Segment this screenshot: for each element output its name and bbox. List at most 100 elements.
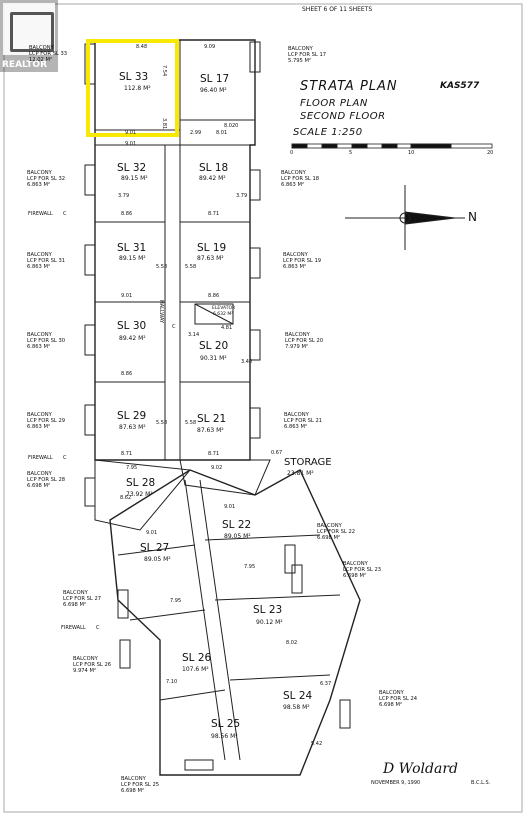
dim-sl32-b: 3.79 xyxy=(118,193,130,199)
unit-label-sl28: SL 28 xyxy=(126,477,156,489)
sheet-number: SHEET 6 OF 11 SHEETS xyxy=(302,6,373,13)
scale-tick-20: 20 xyxy=(487,150,494,156)
plan-subtitle-floor-plan: FLOOR PLAN xyxy=(300,98,368,109)
unit-label-sl26: SL 26 xyxy=(182,652,212,664)
dim-sl17-top: 9.09 xyxy=(204,44,216,50)
plan-title: STRATA PLAN xyxy=(300,79,398,94)
dim-sl28-a: 7.95 xyxy=(126,465,138,471)
storage-label: STORAGE xyxy=(284,457,332,468)
unit-label-sl30: SL 30 xyxy=(117,320,147,332)
surveyor-certification: B.C.L.S. xyxy=(471,780,491,786)
balcony-note-sl19: BALCONY LCP FOR SL 19 6.863 M² xyxy=(283,252,322,270)
dim-sl33-top: 8.48 xyxy=(136,44,148,50)
balcony-note-sl32: BALCONY LCP FOR SL 32 6.863 M² xyxy=(27,170,66,188)
dim-sl31-b: 5.58 xyxy=(156,264,168,270)
unit-area-sl32: 89.15 M² xyxy=(121,175,148,182)
unit-label-sl29: SL 29 xyxy=(117,410,147,422)
dim-sl23-a: 8.02 xyxy=(286,640,298,646)
unit-area-sl30: 89.42 M² xyxy=(119,335,146,342)
unit-area-sl21: 87.63 M² xyxy=(197,427,224,434)
unit-area-sl26: 107.6 M² xyxy=(182,666,209,673)
unit-label-sl33: SL 33 xyxy=(119,71,149,83)
unit-label-sl25: SL 25 xyxy=(211,718,241,730)
unit-area-sl29: 87.63 M² xyxy=(119,424,146,431)
dim-sl22-a: 9.01 xyxy=(224,504,236,510)
dim-sl27-b: 7.95 xyxy=(170,598,182,604)
balcony-note-sl30: BALCONY LCP FOR SL 30 6.863 M² xyxy=(27,332,66,350)
unit-area-sl27: 89.05 M² xyxy=(144,556,171,563)
dim-sl21-b: 5.58 xyxy=(185,420,197,426)
north-label: N xyxy=(468,210,477,224)
dim-sl17-b: 2.99 xyxy=(190,130,202,136)
dim-sl18-a: 8.71 xyxy=(208,211,220,217)
balcony-note-sl27: BALCONY LCP FOR SL 27 6.698 M² xyxy=(63,590,102,608)
unit-area-sl25: 98.56 M² xyxy=(211,733,238,740)
firewall-c-middle: C xyxy=(63,455,67,461)
balcony-note-sl23: BALCONY LCP FOR SL 23 6.698 M² xyxy=(343,561,382,579)
dim-sl30-b: 3.14 xyxy=(188,332,200,338)
dim-sl20-b: 3.40 xyxy=(241,359,253,365)
balcony-note-sl29: BALCONY LCP FOR SL 29 6.863 M² xyxy=(27,412,66,430)
dim-sl33-right: 3.81 xyxy=(161,118,167,130)
firewall-label-lower: FIREWALL xyxy=(61,625,86,631)
dim-sl33-bottom-outer: 9.01 xyxy=(125,141,137,147)
elevator-label: ELEVATOR xyxy=(212,306,236,311)
dim-sl33-bottom: 9.01 xyxy=(125,130,137,136)
unit-label-sl17: SL 17 xyxy=(200,73,230,85)
balcony-note-sl17: BALCONY LCP FOR SL 17 5.795 M² xyxy=(288,46,327,64)
watermark-text: REALTOR xyxy=(2,60,48,70)
dim-sl30-a: 8.86 xyxy=(121,371,133,377)
balcony-note-sl21: BALCONY LCP FOR SL 21 6.863 M² xyxy=(284,412,323,430)
surveyor-signature: D Woldard xyxy=(383,761,458,777)
balcony-note-sl31: BALCONY LCP FOR SL 31 6.863 M² xyxy=(27,252,66,270)
dim-sl17-c: 8.01 xyxy=(216,130,228,136)
balcony-note-sl26: BALCONY LCP FOR SL 26 9.974 M² xyxy=(73,656,112,674)
dim-sl20-a: 4.81 xyxy=(221,325,233,331)
hallway-label: HALLWAY xyxy=(158,300,164,324)
dim-sl28-b: 9.02 xyxy=(211,465,223,471)
storage-area: 23.81 M² xyxy=(287,470,314,477)
balcony-note-sl20: BALCONY LCP FOR SL 20 7.979 M² xyxy=(285,332,324,350)
firewall-label-middle: FIREWALL xyxy=(28,455,53,461)
scale-tick-10: 10 xyxy=(408,150,415,156)
unit-area-sl17: 96.40 M² xyxy=(200,87,227,94)
unit-label-sl21: SL 21 xyxy=(197,413,227,425)
unit-area-sl31: 89.15 M² xyxy=(119,255,146,262)
signature-date: NOVEMBER 9, 1990 xyxy=(371,780,421,786)
dim-sl24-a: 6.37 xyxy=(320,681,332,687)
elevator-area: 6.632 M² xyxy=(213,312,233,317)
unit-area-sl18: 89.42 M² xyxy=(199,175,226,182)
unit-label-sl20: SL 20 xyxy=(199,340,229,352)
dim-sl29-b: 5.58 xyxy=(156,420,168,426)
realtor-logo-icon xyxy=(3,3,55,55)
hallway-c: C xyxy=(172,324,176,330)
balcony-note-sl24: BALCONY LCP FOR SL 24 6.698 M² xyxy=(379,690,418,708)
unit-label-sl22: SL 22 xyxy=(222,519,252,531)
unit-label-sl19: SL 19 xyxy=(197,242,227,254)
dim-sl33-side: 7.54 xyxy=(161,65,167,77)
dim-sl31-a: 9.01 xyxy=(121,293,133,299)
dim-sl22-b: 7.95 xyxy=(244,564,256,570)
unit-label-sl27: SL 27 xyxy=(140,542,170,554)
dim-sl25-a: 5.42 xyxy=(311,741,323,747)
dim-sl21-a: 8.71 xyxy=(208,451,220,457)
dim-sl28-c: 8.62 xyxy=(120,495,132,501)
dim-sl18-b: 3.79 xyxy=(236,193,248,199)
realtor-watermark: REALTOR xyxy=(0,0,58,72)
storage-dimension: 0.67 xyxy=(271,450,283,456)
unit-area-sl19: 87.63 M² xyxy=(197,255,224,262)
firewall-label-upper: FIREWALL xyxy=(28,211,53,217)
firewall-c-upper: C xyxy=(63,211,67,217)
unit-area-sl33: 112.8 M² xyxy=(124,85,151,92)
unit-area-sl20: 90.31 M² xyxy=(200,355,227,362)
dim-sl26-a: 7.10 xyxy=(166,679,178,685)
dim-sl17-a: 8.020 xyxy=(224,123,239,129)
dim-sl19-b: 5.58 xyxy=(185,264,197,270)
unit-label-sl18: SL 18 xyxy=(199,162,229,174)
plan-scale: SCALE 1:250 xyxy=(293,127,363,138)
firewall-c-lower: C xyxy=(96,625,100,631)
unit-label-sl31: SL 31 xyxy=(117,242,147,254)
plan-number-logo: KAS577 xyxy=(440,81,480,91)
unit-label-sl23: SL 23 xyxy=(253,604,283,616)
balcony-note-sl25: BALCONY LCP FOR SL 25 6.698 M² xyxy=(121,776,160,794)
